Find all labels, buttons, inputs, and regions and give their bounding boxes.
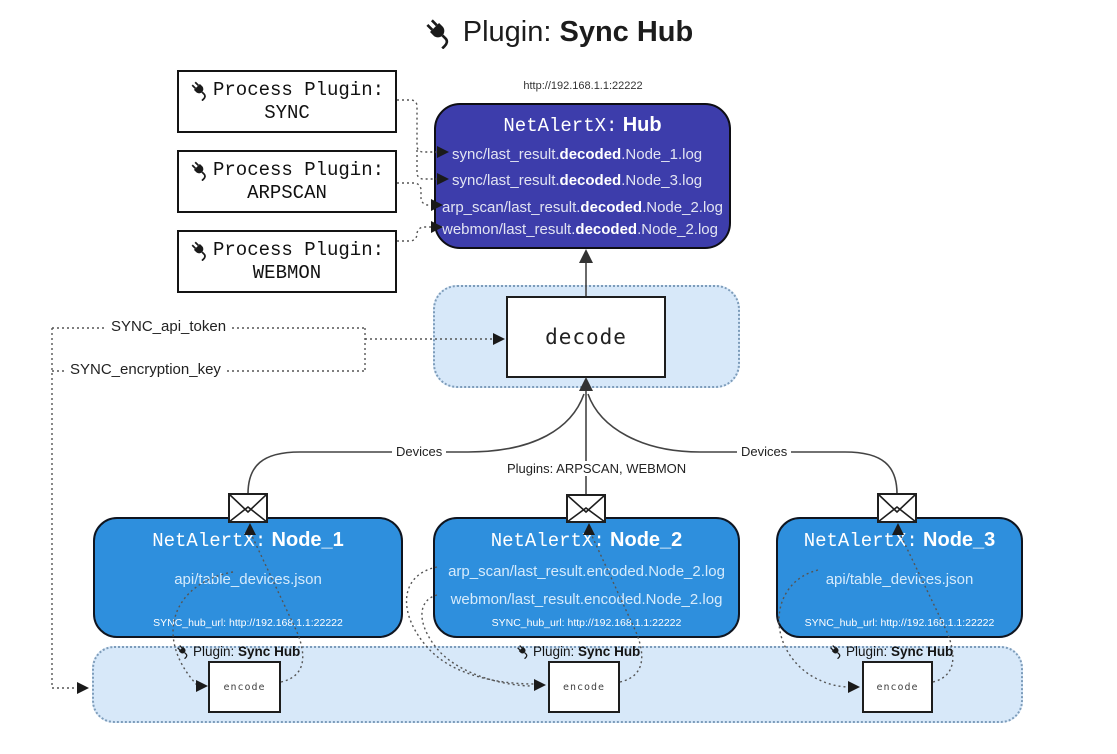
plug-icon xyxy=(829,644,844,659)
plug-icon xyxy=(516,644,531,659)
process-plugin-box-sync: Process Plugin: SYNC xyxy=(177,70,397,133)
encode-label: encode xyxy=(562,681,606,693)
node-box-node1: NetAlertX: Node_1 api/table_devices.json… xyxy=(93,517,403,638)
plug-icon xyxy=(190,160,211,181)
plug-icon xyxy=(176,644,191,659)
hub-url: http://192.168.1.1:22222 xyxy=(523,80,643,92)
node-title: NetAlertX: Node_2 xyxy=(490,529,683,552)
hub-log-line: sync/last_result.decoded.Node_1.log xyxy=(452,146,703,163)
plug-icon xyxy=(424,17,456,49)
process-plugin-name: SYNC xyxy=(264,102,310,124)
page-title-text: Plugin: Sync Hub xyxy=(462,16,694,48)
setting-label-encryption-key: SYNC_encryption_key xyxy=(66,361,225,378)
node-box-node2: NetAlertX: Node_2 arp_scan/last_result.e… xyxy=(433,517,740,638)
arrowhead-right-icon xyxy=(77,682,89,694)
node-title: NetAlertX: Node_1 xyxy=(152,529,344,552)
node-file: api/table_devices.json xyxy=(174,571,322,588)
node-hub-url: SYNC_hub_url: http://192.168.1.1:22222 xyxy=(804,617,995,629)
page-title: Plugin: Sync Hub xyxy=(0,16,1117,49)
process-plugin-name: ARPSCAN xyxy=(247,182,327,204)
node-title: NetAlertX: Node_3 xyxy=(803,529,996,552)
node-box-node3: NetAlertX: Node_3 api/table_devices.json… xyxy=(776,517,1023,638)
node-hub-url: SYNC_hub_url: http://192.168.1.1:22222 xyxy=(153,617,343,629)
process-plugin-box-arpscan: Process Plugin: ARPSCAN xyxy=(177,150,397,213)
hub-box: NetAlertX: Hub sync/last_result.decoded.… xyxy=(434,103,731,249)
process-plugin-label: Process Plugin: xyxy=(212,239,385,261)
node-file: arp_scan/last_result.encoded.Node_2.log xyxy=(448,563,725,580)
process-plugin-box-webmon: Process Plugin: WEBMON xyxy=(177,230,397,293)
edge-label-devices-left: Devices xyxy=(392,444,447,459)
encode-box: encode xyxy=(862,661,933,713)
decode-label: decode xyxy=(545,325,627,349)
hub-log-line: webmon/last_result.decoded.Node_2.log xyxy=(442,221,718,238)
plug-icon xyxy=(190,80,211,101)
process-plugin-label: Process Plugin: xyxy=(212,79,385,101)
encode-plugin-label: Plugin: Sync Hub xyxy=(829,644,953,659)
encode-label: encode xyxy=(223,681,266,693)
decode-box: decode xyxy=(506,296,666,378)
hub-log-line: arp_scan/last_result.decoded.Node_2.log xyxy=(442,199,723,216)
node-file: webmon/last_result.encoded.Node_2.log xyxy=(450,591,723,608)
plug-icon xyxy=(190,240,211,261)
encode-label: encode xyxy=(876,681,919,693)
encode-box: encode xyxy=(208,661,281,713)
node-hub-url: SYNC_hub_url: http://192.168.1.1:22222 xyxy=(491,617,682,629)
arrowhead-up-icon xyxy=(579,249,593,263)
hub-log-line: sync/last_result.decoded.Node_3.log xyxy=(452,172,703,189)
edge-label-devices-right: Devices xyxy=(737,444,792,459)
node-file: api/table_devices.json xyxy=(825,571,974,588)
edge-label-plugins: Plugins: ARPSCAN, WEBMON xyxy=(503,461,691,476)
encode-plugin-label: Plugin: Sync Hub xyxy=(176,644,300,659)
process-plugin-name: WEBMON xyxy=(252,262,322,284)
hub-title: NetAlertX: Hub xyxy=(503,114,662,137)
encode-plugin-label: Plugin: Sync Hub xyxy=(516,644,640,659)
encode-box: encode xyxy=(548,661,620,713)
process-plugin-label: Process Plugin: xyxy=(212,159,385,181)
setting-label-api-token: SYNC_api_token xyxy=(107,318,231,335)
